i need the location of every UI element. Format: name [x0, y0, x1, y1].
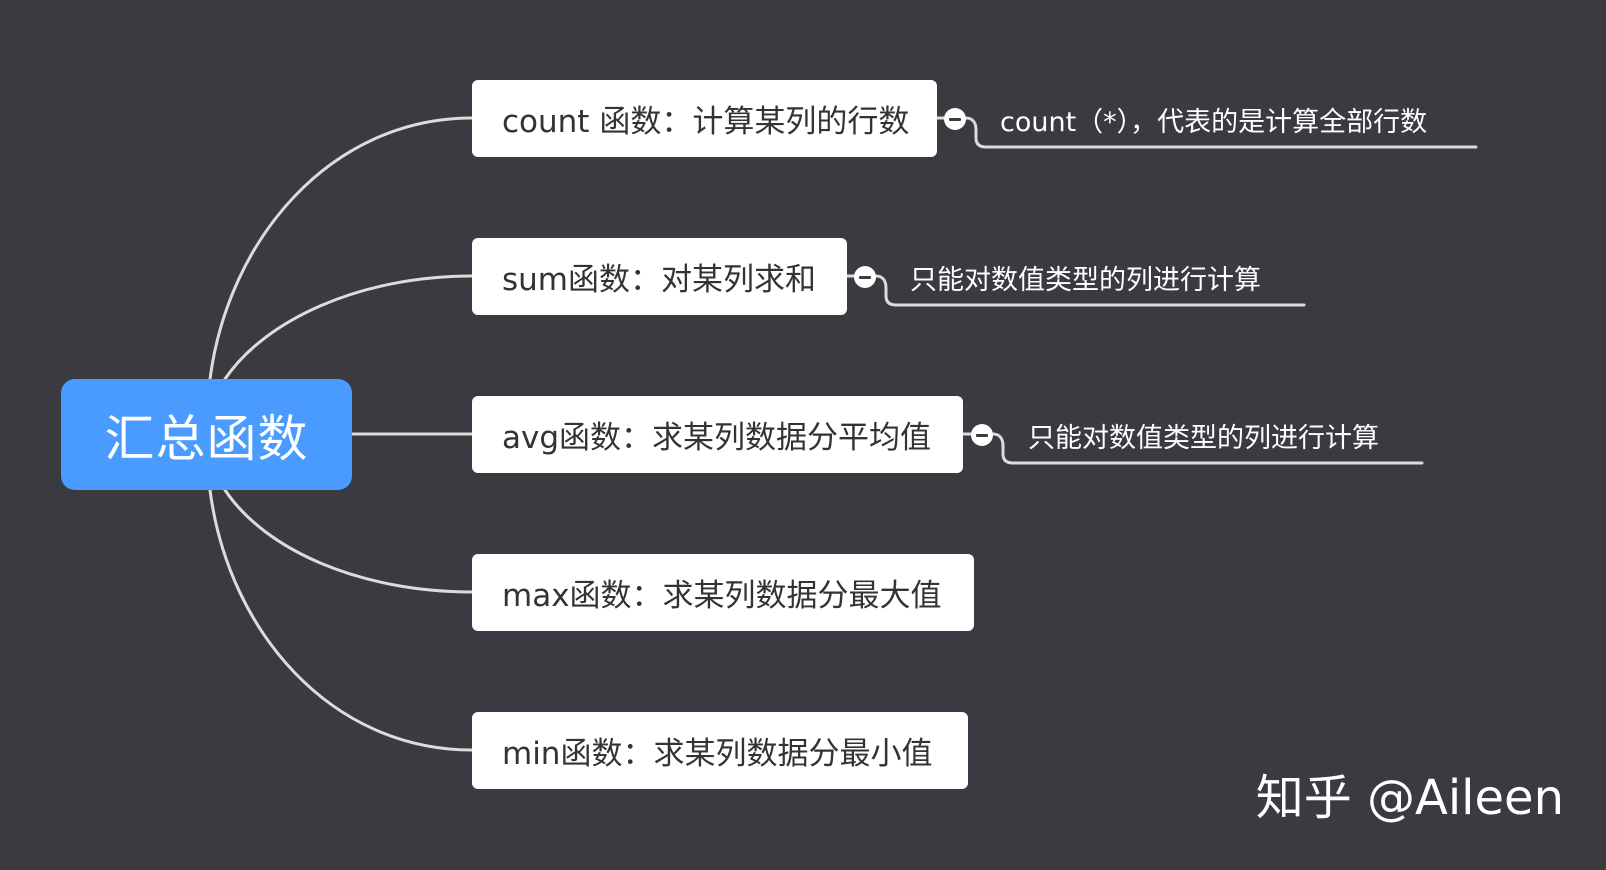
- connector-sum-note: [845, 274, 1306, 307]
- connector-root-sum: [223, 274, 474, 381]
- minus-circle-icon[interactable]: [854, 266, 876, 288]
- root-label: 汇总函数: [104, 409, 309, 468]
- branch-label: sum函数：对某列求和: [502, 262, 816, 298]
- connector-avg-note: [961, 432, 1424, 465]
- branch-label: avg函数：求某列数据分平均值: [502, 420, 932, 456]
- connector-count-note: [935, 116, 1478, 149]
- branch-label: count 函数：计算某列的行数: [502, 104, 910, 140]
- note-sum[interactable]: 只能对数值类型的列进行计算: [910, 265, 1261, 296]
- connector-root-max: [223, 488, 474, 594]
- minus-circle-icon[interactable]: [971, 424, 993, 446]
- note-count[interactable]: count（*），代表的是计算全部行数: [1000, 107, 1428, 138]
- connector-root-count: [208, 116, 474, 381]
- connector-root-min: [208, 488, 474, 752]
- root-node[interactable]: 汇总函数: [61, 379, 352, 490]
- branch-node-sum[interactable]: sum函数：对某列求和: [472, 238, 847, 315]
- note-avg[interactable]: 只能对数值类型的列进行计算: [1028, 423, 1379, 454]
- watermark: 知乎 @Aileen: [1255, 770, 1564, 826]
- minus-circle-icon[interactable]: [944, 108, 966, 130]
- branch-node-max[interactable]: max函数：求某列数据分最大值: [472, 554, 974, 631]
- branch-node-avg[interactable]: avg函数：求某列数据分平均值: [472, 396, 963, 473]
- branch-node-min[interactable]: min函数：求某列数据分最小值: [472, 712, 968, 789]
- branch-node-count[interactable]: count 函数：计算某列的行数: [472, 80, 937, 157]
- branch-label: min函数：求某列数据分最小值: [502, 736, 933, 772]
- branch-label: max函数：求某列数据分最大值: [502, 578, 942, 614]
